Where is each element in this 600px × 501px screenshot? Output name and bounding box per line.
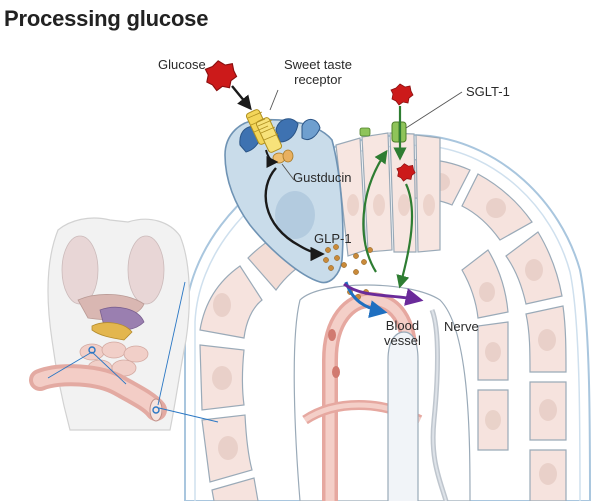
signal-arrows xyxy=(231,85,424,318)
sweet-taste-receptor-label-line2: receptor xyxy=(294,72,342,87)
page-title: Processing glucose xyxy=(4,6,209,31)
leader-lines xyxy=(269,89,463,181)
zoom-connector-lines xyxy=(47,281,219,423)
villus-core xyxy=(293,284,471,501)
sweet-taste-receptor-label-line1: Sweet taste xyxy=(284,57,352,72)
sglt1-transporter-small-icon xyxy=(359,127,371,137)
glp1-granule-icon xyxy=(323,244,373,300)
intestine-section xyxy=(29,364,167,422)
blood-vessel-label-line1: Blood xyxy=(385,318,420,333)
glucose-label: Glucose xyxy=(158,57,206,72)
enteroendocrine-cell xyxy=(224,118,344,284)
blood-vessel-label-line2: vessel xyxy=(384,333,421,348)
torso-inset xyxy=(47,217,190,431)
blood-vessel-label: Blood vessel xyxy=(384,318,421,348)
sweet-taste-receptor-label: Sweet taste receptor xyxy=(284,57,352,87)
lacteal xyxy=(387,331,419,501)
gustducin-label: Gustducin xyxy=(293,170,352,185)
sglt1-label: SGLT-1 xyxy=(466,84,510,99)
glp1-label: GLP-1 xyxy=(314,231,352,246)
glucose-molecule-icon xyxy=(390,83,414,106)
cell-nuclei xyxy=(212,173,557,485)
nerve-label: Nerve xyxy=(444,319,479,334)
